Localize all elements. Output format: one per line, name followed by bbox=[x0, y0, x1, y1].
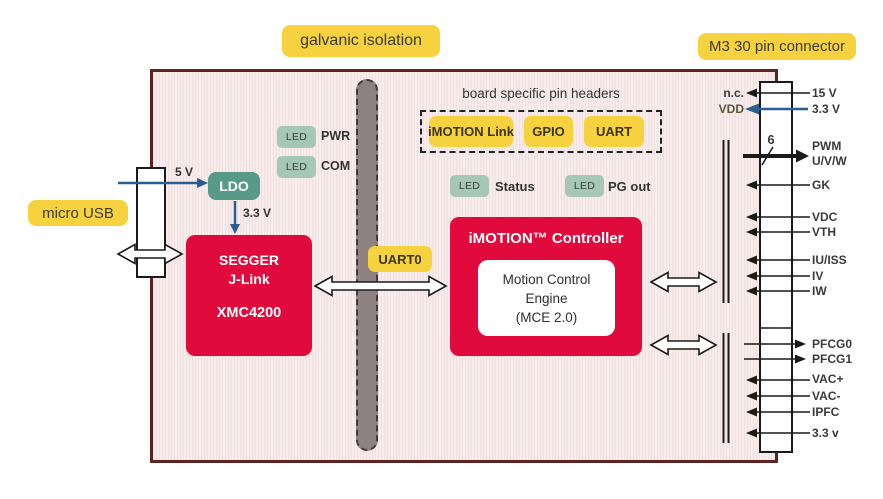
usb-plug-shape bbox=[136, 167, 166, 278]
led-com-label: COM bbox=[321, 159, 351, 173]
galvanic-isolation-label: galvanic isolation bbox=[282, 25, 440, 57]
pin-ipfc-label: IPFC bbox=[812, 405, 840, 419]
pin-3v3-label: 3.3 V bbox=[812, 102, 841, 116]
engine-line-1: Motion Control bbox=[502, 271, 591, 287]
pin-vdd-label: VDD bbox=[718, 102, 744, 116]
pin-vacm-label: VAC- bbox=[812, 389, 841, 403]
segger-product: J-Link bbox=[228, 271, 270, 287]
led-pgout-label: PG out bbox=[608, 179, 651, 194]
uart0-chip: UART0 bbox=[368, 246, 432, 272]
pin-nc-label: n.c. bbox=[723, 86, 744, 100]
segger-mcu: XMC4200 bbox=[216, 305, 282, 321]
pin-vdc-label: VDC bbox=[812, 210, 838, 224]
pin-vacp-label: VAC+ bbox=[812, 372, 844, 386]
pin-3v3b-label: 3.3 v bbox=[812, 426, 839, 440]
led-pwr-box: LED bbox=[277, 126, 316, 148]
pin-pwm-label: PWM bbox=[812, 139, 842, 153]
led-status-box: LED bbox=[450, 175, 489, 197]
pin-iuiss-label: IU/ISS bbox=[812, 253, 847, 267]
led-pwr-label: PWR bbox=[321, 129, 351, 143]
led-pgout-box: LED bbox=[565, 175, 604, 197]
led-com-box: LED bbox=[277, 156, 316, 178]
ldo-box: LDO bbox=[208, 172, 260, 200]
pin-pfcg1-label: PFCG1 bbox=[812, 352, 853, 366]
pin-gk-label: GK bbox=[812, 178, 830, 192]
uart-chip: UART bbox=[584, 116, 644, 147]
pin-pfcg0-label: PFCG0 bbox=[812, 337, 853, 351]
imotion-controller-title: iMOTION™ Controller bbox=[468, 230, 624, 247]
pin-uvw-label: U/V/W bbox=[812, 154, 847, 168]
micro-usb-label: micro USB bbox=[28, 200, 128, 226]
pin-iv-label: IV bbox=[812, 269, 824, 283]
pin-vth-label: VTH bbox=[812, 225, 836, 239]
segger-name: SEGGER bbox=[219, 252, 279, 268]
engine-line-3: (MCE 2.0) bbox=[515, 309, 578, 325]
5v-label: 5 V bbox=[175, 165, 194, 179]
pin-15v-label: 15 V bbox=[812, 86, 837, 100]
pin-headers-title: board specific pin headers bbox=[462, 86, 620, 101]
m3-connector-label: M3 30 pin connector bbox=[698, 33, 856, 60]
pin-headers-box bbox=[420, 110, 662, 153]
led-status-label: Status bbox=[495, 179, 535, 194]
3v3-label: 3.3 V bbox=[243, 206, 272, 220]
pin-iw-label: IW bbox=[812, 284, 827, 298]
engine-line-2: Engine bbox=[525, 290, 568, 306]
segger-jlink-box: SEGGER J-Link XMC4200 bbox=[186, 235, 312, 356]
motion-control-engine-box: Motion Control Engine (MCE 2.0) bbox=[478, 260, 615, 336]
imotion-link-chip: iMOTION Link bbox=[428, 116, 514, 147]
gpio-chip: GPIO bbox=[524, 116, 573, 147]
imotion-controller-box: iMOTION™ Controller Motion Control Engin… bbox=[450, 217, 642, 356]
